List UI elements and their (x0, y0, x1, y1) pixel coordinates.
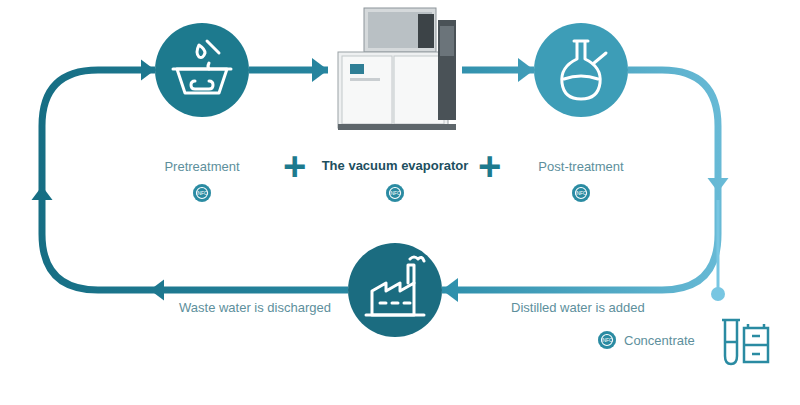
info-text: INFO (572, 184, 590, 202)
edge-label: Waste water is discharged (177, 300, 333, 315)
discharge-circle (348, 243, 442, 337)
test-tube-icon (722, 320, 768, 364)
info-text: INFO (386, 184, 404, 202)
info-text: INFO (598, 331, 616, 349)
info-badge: INFO (386, 184, 404, 202)
flow-connector (249, 58, 328, 82)
drop-dot (711, 287, 725, 301)
factory-icon (348, 243, 442, 337)
plus-sign: + (478, 146, 501, 186)
info-badge: INFO (193, 184, 211, 202)
concentrate-label: Concentrate (624, 333, 695, 348)
process-circle: Post-treatment (534, 23, 628, 117)
info-badge: INFO (598, 331, 616, 349)
edge-label: Distilled water is added (509, 300, 647, 315)
evaporator-image: The vacuum evaporator (328, 6, 462, 132)
machine-icon (328, 6, 462, 132)
info-badge: INFO (572, 184, 590, 202)
drop-line (717, 200, 720, 288)
flow-connector (462, 58, 534, 82)
info-text: INFO (193, 184, 211, 202)
flask-icon (534, 23, 628, 117)
node-label: The vacuum evaporator (322, 158, 469, 173)
basin-icon (155, 23, 249, 117)
process-circle: Pretreatment (155, 23, 249, 117)
node-label: Pretreatment (164, 159, 239, 174)
plus-sign: + (283, 146, 306, 186)
node-label: Post-treatment (538, 159, 623, 174)
